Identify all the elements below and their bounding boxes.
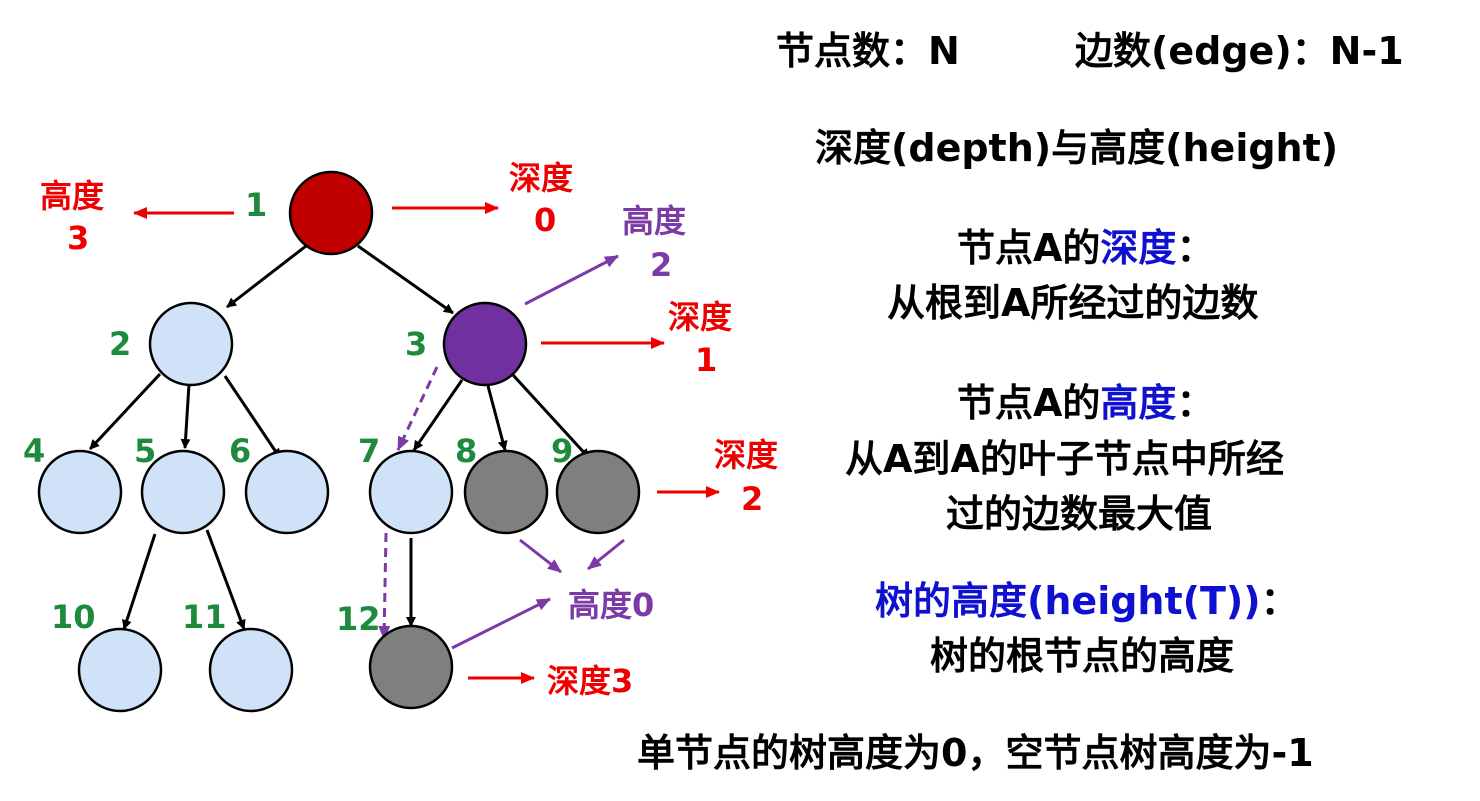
tree-height-body: 树的根节点的高度 — [930, 625, 1234, 680]
root-depth-value: 0 — [534, 201, 556, 239]
node-label-12: 12 — [336, 600, 381, 638]
node3-height-word: 高度 — [622, 202, 686, 240]
edges-count-text: 边数(edge)：N-1 — [1075, 29, 1404, 73]
height-def-prefix: 节点A的 — [957, 381, 1101, 425]
node-label-2: 2 — [109, 325, 131, 363]
single-empty-tree-note: 单节点的树高度为0，空节点树高度为-1 — [637, 722, 1314, 777]
node-4 — [37, 449, 123, 535]
arrow-node3-height — [524, 254, 619, 306]
height-definition-body-2: 过的边数最大值 — [946, 483, 1212, 538]
height-def-body-1: 从A到A的叶子节点中所经 — [845, 437, 1284, 481]
leaf-height-label: 高度0 — [568, 586, 654, 624]
purple-arrows — [451, 254, 625, 650]
node-7 — [368, 449, 454, 535]
red-arrows — [133, 202, 720, 684]
node-12 — [368, 624, 454, 710]
tree-height-suffix: ： — [1260, 579, 1299, 623]
single-empty-tree-text: 单节点的树高度为0，空节点树高度为-1 — [637, 731, 1314, 775]
edge-5-10 — [122, 533, 157, 630]
node-10 — [77, 627, 163, 713]
depth-def-body: 从根到A所经过的边数 — [887, 281, 1259, 325]
node-9 — [555, 449, 641, 535]
nodes-count-text: 节点数：N — [776, 29, 960, 73]
edge-3-9 — [511, 373, 591, 460]
depth-height-heading-text: 深度(depth)与高度(height) — [815, 126, 1339, 170]
root-depth-word: 深度 — [509, 159, 573, 197]
node-11 — [208, 627, 294, 713]
arrow-node12-height0 — [451, 597, 551, 650]
node-label-5: 5 — [134, 432, 156, 470]
node-label-9: 9 — [551, 432, 573, 470]
edge-2-4 — [88, 372, 162, 451]
edge-3-8 — [486, 385, 508, 451]
node12-depth-label: 深度3 — [547, 662, 633, 700]
node3-depth-value: 1 — [695, 341, 717, 379]
edge-2-5 — [180, 383, 191, 449]
node-6 — [244, 449, 330, 535]
height-def-body-2: 过的边数最大值 — [946, 492, 1213, 536]
edge-1-2 — [226, 244, 307, 309]
node-labels: 1 2 3 4 5 6 7 8 9 10 11 12 — [23, 186, 573, 638]
tree-height-title: 树的高度(height(T))： — [875, 570, 1299, 625]
depth-definition-title: 节点A的深度： — [957, 217, 1214, 272]
arrow-node8-height0 — [519, 538, 562, 574]
node-1 — [288, 170, 374, 256]
dashed-arrow-3-7 — [396, 366, 439, 451]
edge-2-6 — [223, 375, 282, 459]
height-definition-title: 节点A的高度： — [957, 372, 1214, 427]
edge-3-7 — [412, 379, 464, 451]
arrow-node9-height0 — [587, 538, 625, 571]
depth-definition-body: 从根到A所经过的边数 — [887, 272, 1258, 327]
level2-depth-word: 深度 — [714, 436, 778, 474]
node-2 — [148, 301, 234, 387]
height-def-term: 高度 — [1100, 381, 1177, 425]
tree-nodes — [37, 170, 641, 713]
node-label-6: 6 — [229, 432, 251, 470]
annotation-labels: 高度 3 深度 0 高度 2 深度 1 深度 2 高度0 深度3 — [40, 159, 778, 700]
depth-height-heading: 深度(depth)与高度(height) — [815, 117, 1338, 172]
depth-def-prefix: 节点A的 — [957, 226, 1101, 270]
height-path — [378, 366, 439, 640]
node3-height-value: 2 — [650, 246, 672, 284]
tree-height-body-text: 树的根节点的高度 — [930, 634, 1235, 678]
node-label-8: 8 — [455, 432, 477, 470]
node-3 — [442, 301, 528, 387]
tree-height-term: 树的高度(height(T)) — [875, 579, 1261, 623]
edge-5-11 — [205, 529, 246, 630]
node-5 — [140, 449, 226, 535]
depth-def-suffix: ： — [1176, 226, 1215, 270]
node-label-10: 10 — [51, 598, 96, 636]
height-definition-body-1: 从A到A的叶子节点中所经 — [845, 428, 1284, 483]
node-label-1: 1 — [245, 186, 267, 224]
node-label-11: 11 — [182, 598, 227, 636]
node3-depth-word: 深度 — [668, 298, 732, 336]
level2-depth-value: 2 — [741, 480, 763, 518]
node-label-3: 3 — [405, 325, 427, 363]
depth-def-term: 深度 — [1100, 226, 1177, 270]
root-height-value: 3 — [67, 219, 89, 257]
edge-1-3 — [357, 244, 454, 315]
height-def-suffix: ： — [1176, 381, 1215, 425]
root-height-word: 高度 — [40, 177, 104, 215]
dashed-arrow-7-12 — [378, 532, 391, 640]
node-8 — [463, 449, 549, 535]
node-label-4: 4 — [23, 432, 45, 470]
tree-edges — [88, 244, 591, 630]
node-label-7: 7 — [358, 432, 380, 470]
